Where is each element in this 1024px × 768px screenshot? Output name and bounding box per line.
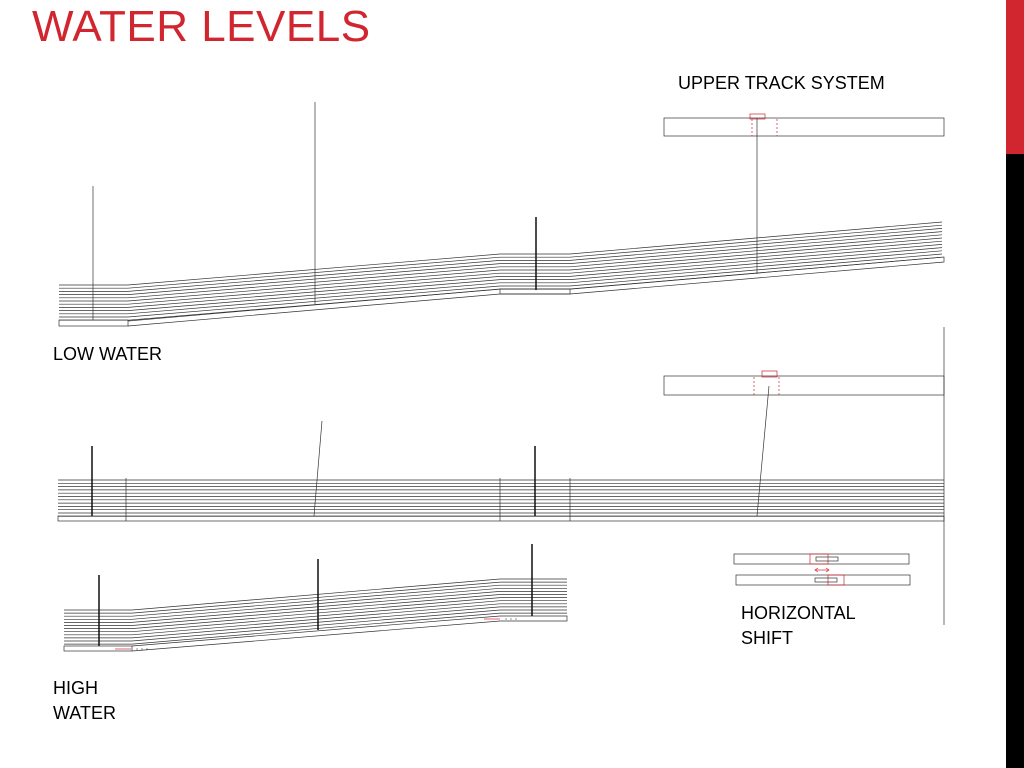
shift-block-top	[815, 556, 839, 562]
accent-bar-red	[1006, 0, 1024, 154]
upper-track-rail	[663, 117, 945, 137]
high-water-deck-line	[64, 603, 567, 636]
high-water-label-line-1: HIGH	[53, 678, 98, 698]
low-water-deck-line	[59, 231, 943, 295]
low-water-pontoon-middle	[499, 288, 571, 295]
low-water-deck-line	[59, 244, 943, 308]
low-water-deck-line	[59, 228, 943, 292]
high-water-deck-line	[64, 584, 567, 617]
low-water-deck-line	[59, 234, 943, 299]
shift-carriage-top	[809, 553, 829, 565]
accent-bar-black	[1006, 154, 1024, 768]
high-water-bottom-chord	[131, 615, 568, 652]
low-water-deck-line	[59, 224, 943, 289]
high-water-deck-line	[64, 587, 567, 620]
high-water-deck-line	[64, 609, 567, 642]
low-water-deck-line	[59, 237, 943, 302]
upper-track-section	[663, 113, 945, 137]
high-water-section	[63, 544, 568, 652]
shift-arrow-left-icon	[814, 567, 819, 573]
mid-post-4	[756, 385, 770, 517]
low-water-label: LOW WATER	[53, 344, 162, 364]
page-title: WATER LEVELS	[32, 2, 371, 51]
mid-level-section	[57, 327, 945, 625]
horizontal-shift-detail	[733, 553, 911, 586]
shift-block-bottom	[814, 577, 838, 583]
high-water-deck-line	[64, 612, 567, 645]
horizontal-shift-label-line-1: HORIZONTAL	[741, 603, 856, 623]
low-water-deck-line	[59, 221, 943, 286]
low-water-deck-line	[59, 253, 943, 318]
high-water-deck-line	[64, 591, 567, 623]
shift-carriage-bottom	[827, 574, 845, 586]
mid-bottom-chord	[57, 515, 945, 522]
mid-track-carriage	[761, 370, 778, 378]
horizontal-shift-label: HORIZONTAL SHIFT	[741, 601, 856, 651]
low-water-pontoon-left	[58, 319, 129, 327]
mid-track-rail	[663, 375, 945, 396]
shift-rail-bottom	[735, 574, 911, 586]
high-water-deck-line	[64, 578, 567, 611]
high-water-deck-line	[64, 581, 567, 614]
high-water-deck-line	[64, 594, 567, 626]
shift-arrow-right-icon	[825, 567, 830, 573]
upper-track-carriage	[749, 113, 766, 120]
shift-rail-top	[733, 553, 910, 565]
mid-post-2	[313, 420, 323, 517]
low-water-section	[58, 102, 945, 327]
high-water-label: HIGH WATER	[53, 676, 116, 726]
upper-track-label: UPPER TRACK SYSTEM	[678, 73, 885, 93]
high-water-deck-line	[64, 597, 567, 629]
high-water-label-line-2: WATER	[53, 703, 116, 723]
horizontal-shift-label-line-2: SHIFT	[741, 628, 793, 648]
high-water-deck-line	[64, 606, 567, 639]
high-water-pontoon-left	[63, 645, 133, 652]
low-water-deck-line	[59, 240, 943, 305]
low-water-deck-line	[59, 250, 943, 315]
low-water-deck-line	[59, 247, 943, 311]
high-water-deck-line	[64, 600, 567, 633]
